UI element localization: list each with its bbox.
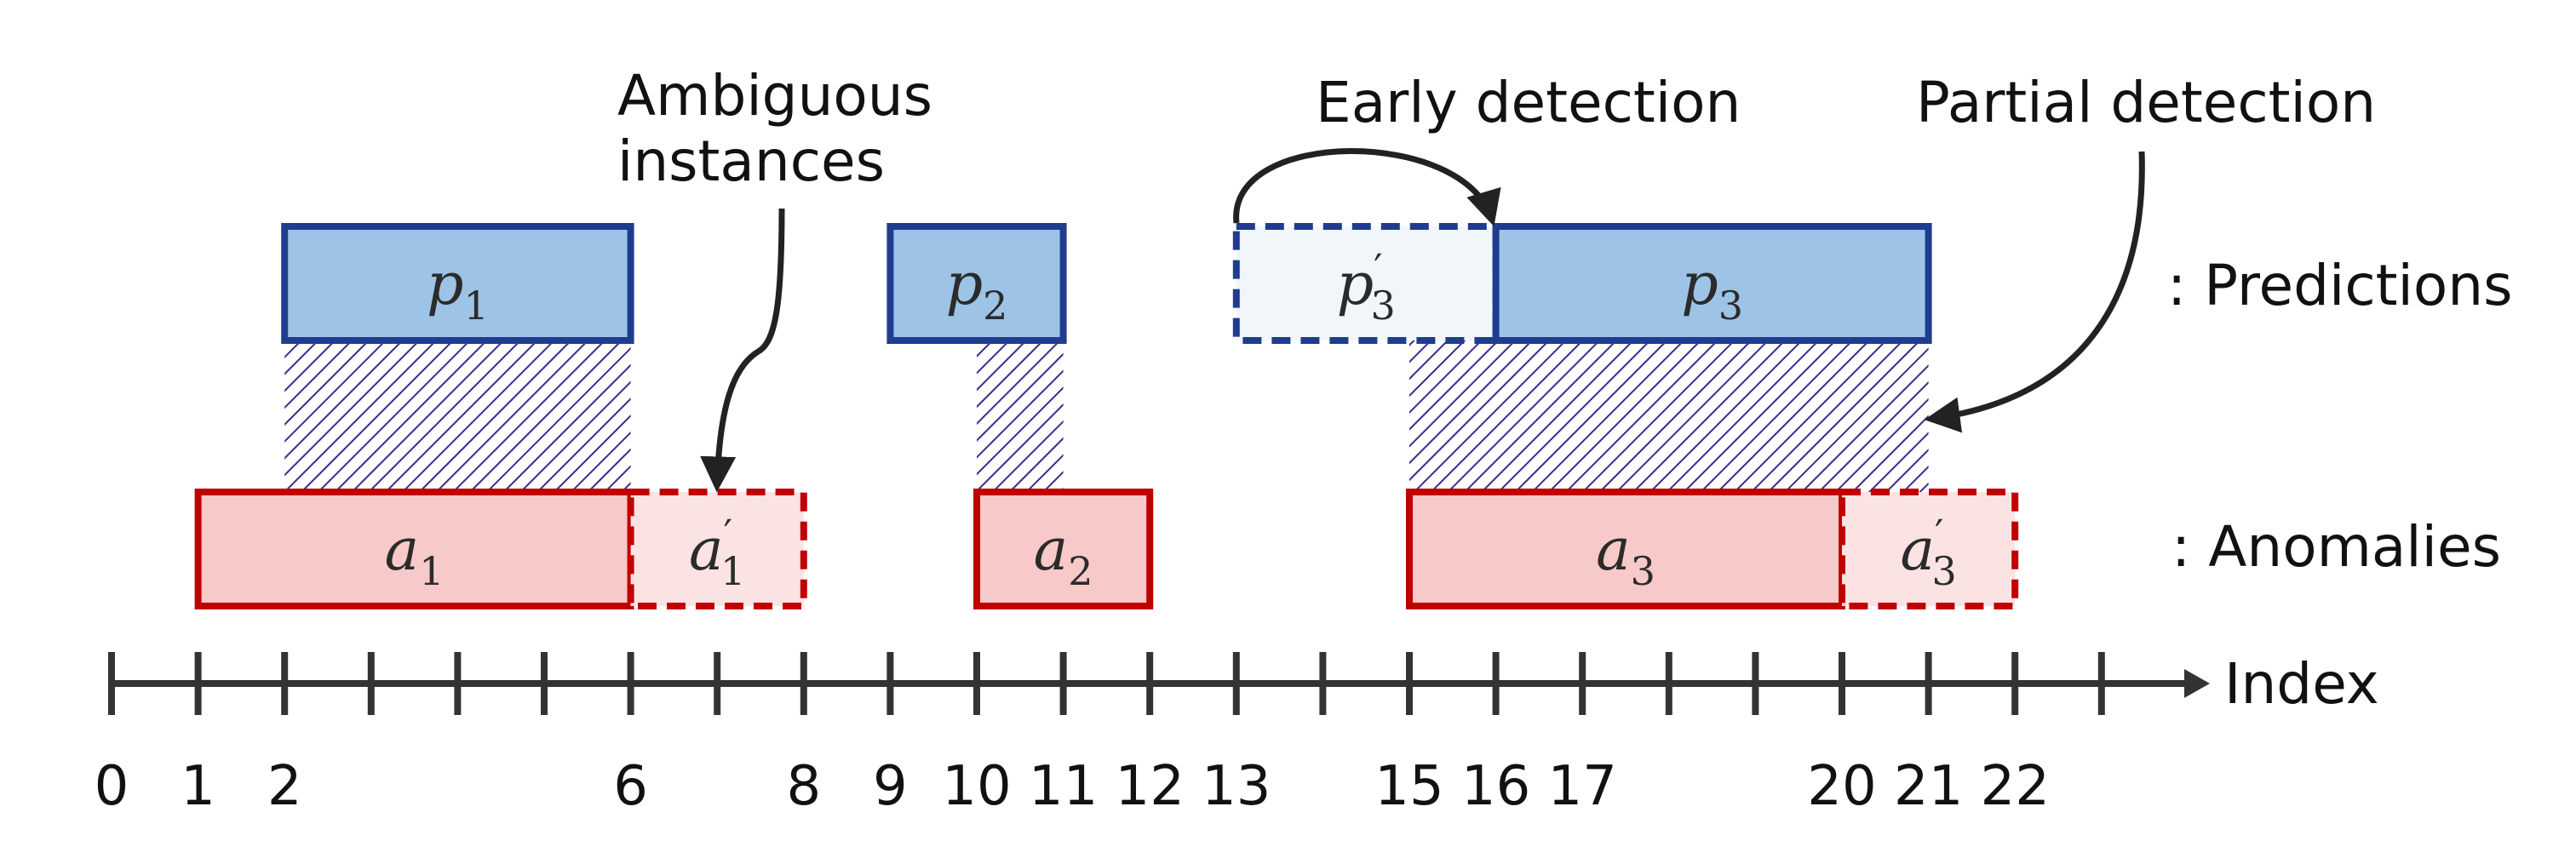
- tick-label-1: 1: [181, 755, 215, 818]
- ambiguous-label-line2: instances: [617, 129, 885, 194]
- tick-label-13: 13: [1202, 755, 1271, 818]
- prediction-label-p2: p2: [946, 251, 1008, 329]
- anomaly-label-a3: a3: [1596, 517, 1655, 594]
- tick-label-11: 11: [1029, 755, 1098, 818]
- prediction-box-p2: [886, 223, 1067, 344]
- anomaly-label-a1prime: a′1: [689, 511, 745, 594]
- tick-label-6: 6: [613, 755, 648, 818]
- partial-detection-label: Partial detection: [1916, 70, 2376, 135]
- tick-label-21: 21: [1894, 755, 1963, 818]
- tick-label-8: 8: [786, 755, 821, 818]
- anomaly-box-a1: [194, 489, 634, 609]
- tick-label-16: 16: [1461, 755, 1530, 818]
- prediction-box-p1: [281, 223, 634, 344]
- early-detection-label: Early detection: [1316, 70, 1741, 135]
- anomaly-box-a2: [973, 489, 1154, 609]
- overlap-region-1: [284, 340, 631, 492]
- anomaly-label-a3prime: a′3: [1900, 511, 1956, 594]
- legend-predictions: : Predictions: [2167, 253, 2512, 318]
- anomaly-box-a1prime: [627, 489, 807, 609]
- tick-label-9: 9: [873, 755, 908, 818]
- ambiguous-arrow: [700, 208, 785, 493]
- axis-arrow-head: [2184, 669, 2210, 698]
- tick-label-22: 22: [1980, 755, 2049, 818]
- tick-label-10: 10: [942, 755, 1011, 818]
- anomaly-label-a2: a2: [1034, 517, 1093, 594]
- tick-label-0: 0: [95, 755, 129, 818]
- anomalies-layer: a1 a′1 a2 a3 a′3: [194, 489, 2019, 609]
- overlap-region-2: [977, 340, 1064, 492]
- anomaly-label-a1: a1: [385, 517, 445, 594]
- tick-label-20: 20: [1807, 755, 1876, 818]
- anomaly-box-a3prime: [1839, 489, 2019, 609]
- predictions-layer: p1 p2 p′3 p3: [281, 223, 1932, 344]
- ambiguous-label-line1: Ambiguous: [617, 63, 932, 129]
- legend-anomalies: : Anomalies: [2172, 514, 2501, 580]
- tick-label-15: 15: [1374, 755, 1443, 818]
- early-detection-arrow: [1233, 148, 1501, 227]
- tick-label-2: 2: [267, 755, 302, 818]
- prediction-box-p3: [1492, 223, 1932, 344]
- partial-detection-arrow: [1924, 151, 2145, 433]
- overlap-region-3: [1409, 340, 1929, 492]
- tick-label-12: 12: [1115, 755, 1184, 818]
- overlap-layer: [284, 340, 1929, 492]
- prediction-label-p3prime: p′3: [1337, 245, 1396, 329]
- prediction-box-p3prime: [1232, 223, 1500, 344]
- prediction-label-p1: p1: [427, 251, 489, 329]
- tick-label-17: 17: [1547, 755, 1616, 818]
- prediction-label-p3: p3: [1681, 251, 1743, 329]
- axis-label: Index: [2224, 651, 2379, 717]
